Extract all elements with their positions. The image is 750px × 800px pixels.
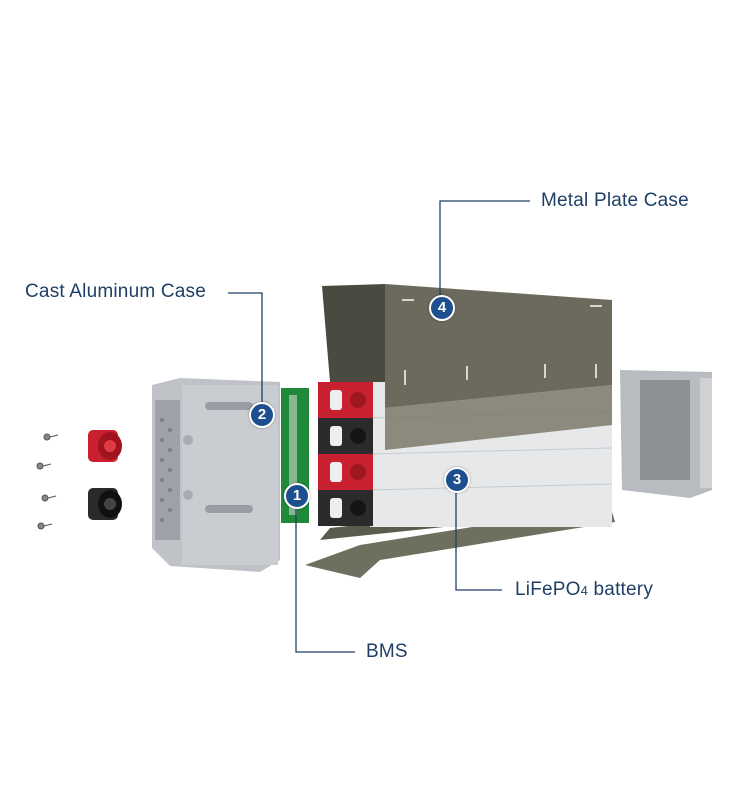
label-battery-suffix: battery	[588, 579, 654, 600]
leader-lines	[228, 200, 530, 653]
label-battery-sub: 4	[580, 583, 589, 598]
badge-1-bms: 1	[284, 483, 310, 509]
badge-4-metal-plate-case: 4	[429, 295, 455, 321]
label-bms: BMS	[366, 641, 408, 662]
end-cap-case	[620, 370, 712, 498]
screws	[36, 433, 59, 530]
cast-aluminum-case	[152, 378, 280, 572]
label-cast-aluminum-case: Cast Aluminum Case	[25, 281, 207, 302]
label-battery-main: LiFePO	[515, 579, 581, 600]
red-terminal-connector	[88, 430, 122, 462]
label-lifepo4-battery: LiFePO4 battery	[515, 579, 653, 601]
label-metal-plate-case: Metal Plate Case	[541, 190, 689, 211]
badge-2-cast-aluminum-case: 2	[249, 402, 275, 428]
black-terminal-connector	[88, 488, 122, 520]
badge-3-battery: 3	[444, 467, 470, 493]
